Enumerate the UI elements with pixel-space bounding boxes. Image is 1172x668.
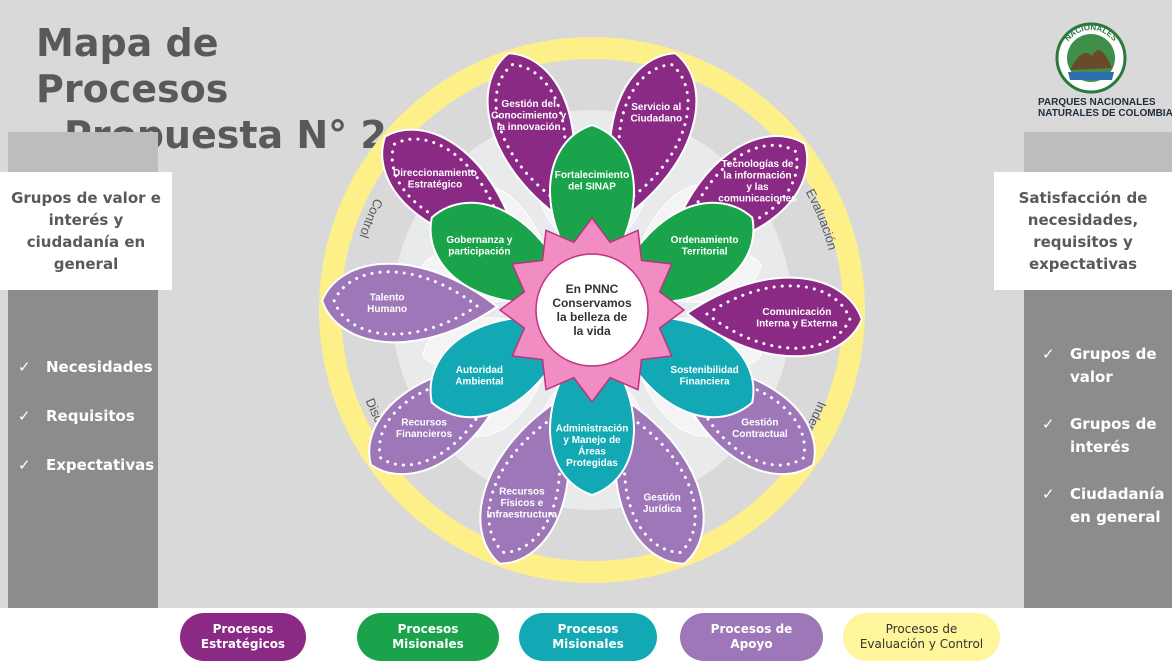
support-petal-label: Contractual: [732, 429, 788, 440]
misional-teal-petal-label: Ambiental: [455, 376, 504, 387]
check-icon: ✓: [1042, 415, 1055, 433]
left-list-item-label: Expectativas: [46, 456, 155, 474]
support-petal-dots: [622, 415, 697, 554]
check-icon: ✓: [1042, 485, 1055, 503]
support-petal-label: Infraestructura: [487, 510, 558, 521]
strategic-petal: [685, 276, 863, 358]
legend-label: Procesos de: [710, 622, 793, 636]
right-panel-list: ✓ Grupos de valor ✓ Grupos de interés ✓ Ciu…: [1042, 343, 1167, 553]
legend-label: Misionales: [552, 637, 624, 651]
strategic-petal-label: comunicaciones: [718, 193, 797, 204]
parques-nacionales-logo: NACIONALES: [1055, 22, 1127, 94]
misional-green-petal-label: Territorial: [682, 246, 728, 257]
misional-teal-petal-label: Financiera: [680, 376, 730, 387]
support-petal-label: Gestión: [643, 492, 680, 503]
strategic-petal-dots: [704, 284, 852, 350]
legend-label: Misionales: [392, 637, 464, 651]
center-motto: En PNNC: [566, 282, 619, 296]
check-icon: ✓: [1042, 345, 1055, 363]
right-list-item-label: Grupos de interés: [1070, 415, 1157, 456]
misional-green-petal-label: Gobernanza y: [446, 235, 513, 246]
logo-line-1: PARQUES NACIONALES: [1038, 97, 1156, 108]
strategic-petal-label: Tecnologías de: [721, 159, 793, 170]
logo-line-2: NATURALES DE COLOMBIA: [1038, 108, 1172, 119]
left-panel-cap: [8, 132, 158, 172]
center-motto: Conservamos: [552, 296, 632, 310]
right-list-item-label: Grupos de valor: [1070, 345, 1157, 386]
right-list-item: ✓ Ciudadanía en general: [1042, 483, 1167, 529]
misional-green-petal-label: Fortalecimiento: [555, 170, 629, 181]
left-list-item: ✓ Expectativas: [18, 454, 154, 476]
strategic-petal-label: Direccionamiento: [393, 168, 477, 179]
center-motto: la vida: [573, 324, 611, 338]
misional-teal-petal-label: Sostenibilidad: [670, 365, 738, 376]
strategic-petal-label: y las: [746, 182, 769, 193]
misional-teal-petal-label: y Manejo de: [563, 435, 621, 446]
misional-teal-petal-label: Protegidas: [566, 458, 618, 469]
strategic-petal-label: Ciudadano: [630, 113, 682, 124]
support-petal-label: Humano: [367, 304, 407, 315]
support-petal-label: Jurídica: [643, 504, 682, 515]
left-list-item-label: Requisitos: [46, 407, 135, 425]
right-panel-cap: [1024, 132, 1172, 172]
strategic-petal-label: la información: [723, 170, 791, 181]
strategic-petal-label: Gestión del: [501, 99, 556, 110]
support-petal-label: Financieros: [396, 429, 453, 440]
support-petal-label: Físicos e: [500, 498, 543, 509]
logo-wordmark: PARQUES NACIONALES NATURALES DE COLOMBIA: [1038, 97, 1172, 119]
misional-green-petal-label: Ordenamiento: [671, 235, 739, 246]
misional-green-petal-label: participación: [448, 246, 510, 257]
legend-label: Apoyo: [730, 637, 773, 651]
left-list-item: ✓ Requisitos: [18, 405, 154, 427]
misional-green-petal-label: del SINAP: [568, 181, 616, 192]
legend-label: Procesos: [212, 622, 274, 636]
check-icon: ✓: [18, 456, 31, 474]
support-petal-dots: [487, 415, 562, 554]
strategic-petal-label: Interna y Externa: [756, 318, 838, 329]
center-motto: la belleza de: [557, 310, 628, 324]
legend-label: Estratégicos: [200, 637, 286, 651]
support-petal-dots: [332, 270, 480, 336]
strategic-petal-dots: [617, 63, 690, 204]
check-icon: ✓: [18, 358, 31, 376]
left-panel-list: ✓ Necesidades ✓ Requisitos ✓ Expectativas: [18, 356, 154, 503]
misional-teal-petal-label: Autoridad: [456, 365, 503, 376]
strategic-petal-label: la innovación: [497, 122, 561, 133]
legend-label: Procesos: [397, 622, 459, 636]
misional-teal-petal-label: Administración: [556, 423, 629, 434]
support-petal-label: Recursos: [401, 417, 447, 428]
legend-label: Procesos de: [885, 622, 958, 636]
support-petal-label: Gestión: [741, 417, 778, 428]
left-list-item-label: Necesidades: [46, 358, 153, 376]
strategic-petal-label: Estratégico: [408, 179, 462, 190]
misional-teal-petal-label: Áreas: [578, 444, 606, 457]
center-circle: [535, 253, 649, 367]
left-list-item: ✓ Necesidades: [18, 356, 154, 378]
strategic-petal-label: Comunicación: [762, 307, 831, 318]
strategic-petal-dots: [494, 63, 567, 204]
support-petal-label: Recursos: [499, 487, 545, 498]
support-petal-label: Talento: [370, 293, 405, 304]
strategic-petal-label: Conocimiento y: [491, 111, 566, 122]
right-panel-heading: Satisfacción de necesidades, requisitos …: [994, 172, 1172, 290]
left-panel-heading: Grupos de valor e interés y ciudadanía e…: [0, 172, 172, 290]
process-flower-diagram: ControlDisciplinarioEvaluaciónIndependie…: [319, 37, 865, 583]
right-list-item: ✓ Grupos de interés: [1042, 413, 1167, 459]
legend-label: Procesos: [557, 622, 619, 636]
title-line-1: Mapa de Procesos: [36, 21, 229, 111]
strategic-petal-label: Servicio al: [631, 102, 681, 113]
legend-label: Evaluación y Control: [859, 637, 984, 651]
right-list-item: ✓ Grupos de valor: [1042, 343, 1167, 389]
right-list-item-label: Ciudadanía en general: [1070, 485, 1165, 526]
check-icon: ✓: [18, 407, 31, 425]
support-petal: [321, 262, 499, 344]
